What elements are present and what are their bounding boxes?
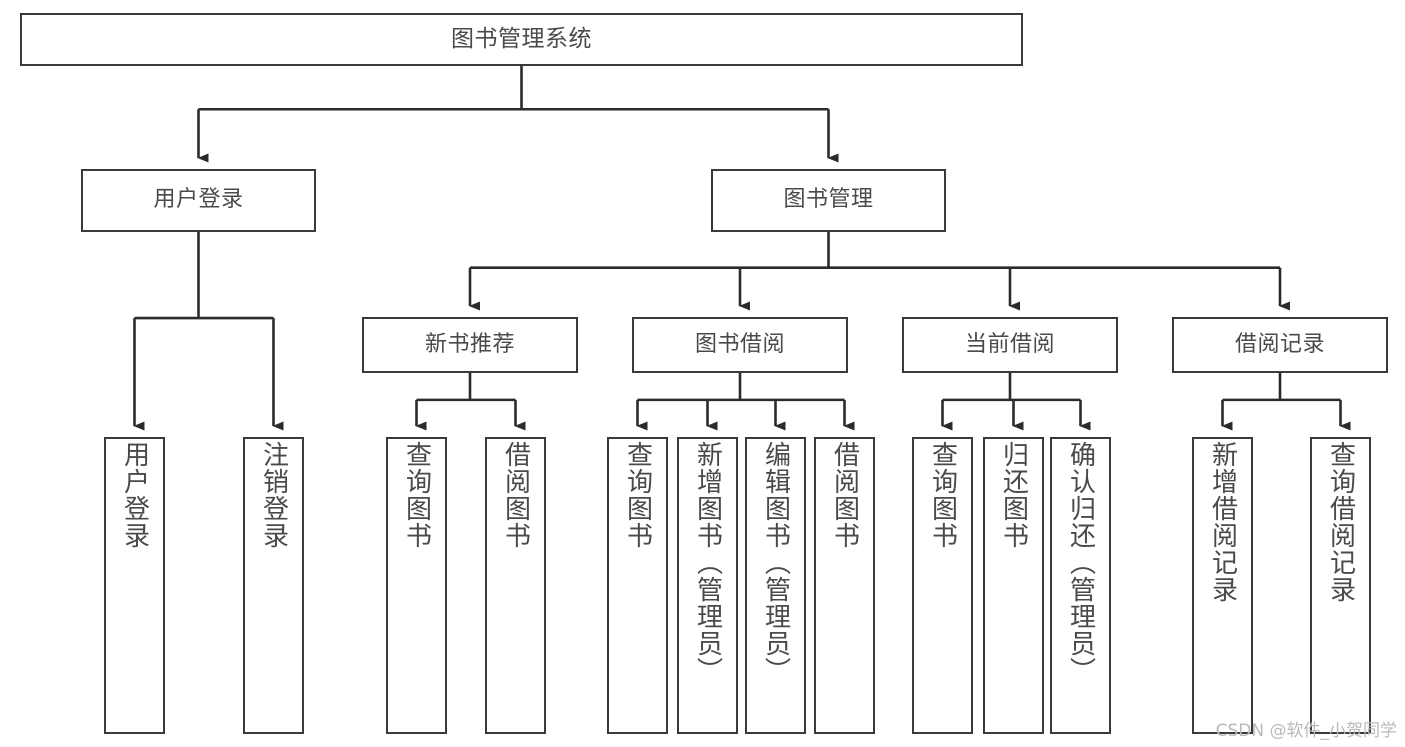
node-label-current-borrow: 当前借阅 xyxy=(964,331,1055,357)
node-label-root: 图书管理系统 xyxy=(451,25,592,52)
node-user-login[interactable]: 用户登录 xyxy=(81,169,316,232)
node-label-leaf-return-book: 归还图书 xyxy=(998,441,1029,549)
node-label-leaf-user-login: 用户登录 xyxy=(119,441,150,549)
node-leaf-add-book[interactable]: 新增图书（管理员） xyxy=(677,437,738,734)
watermark-label: CSDN @软件_小贺同学 xyxy=(1215,721,1397,741)
node-label-leaf-add-book: 新增图书（管理员） xyxy=(692,441,723,684)
node-leaf-borrow-book[interactable]: 借阅图书 xyxy=(814,437,875,734)
node-label-leaf-logout: 注销登录 xyxy=(258,441,289,549)
node-leaf-confirm-return[interactable]: 确认归还（管理员） xyxy=(1050,437,1111,734)
node-book-borrow[interactable]: 图书借阅 xyxy=(632,317,848,373)
node-label-leaf-query-book-cur: 查询图书 xyxy=(927,441,958,549)
node-root[interactable]: 图书管理系统 xyxy=(20,13,1023,66)
node-label-leaf-query-record: 查询借阅记录 xyxy=(1325,441,1356,603)
node-label-book-manage: 图书管理 xyxy=(783,187,874,213)
node-leaf-add-record[interactable]: 新增借阅记录 xyxy=(1192,437,1253,734)
node-label-borrow-record: 借阅记录 xyxy=(1234,331,1325,357)
node-leaf-logout[interactable]: 注销登录 xyxy=(243,437,304,734)
node-label-leaf-query-book-rec: 查询图书 xyxy=(401,441,432,549)
node-label-leaf-edit-book: 编辑图书（管理员） xyxy=(760,441,791,684)
node-label-book-borrow: 图书借阅 xyxy=(694,331,785,357)
node-leaf-return-book[interactable]: 归还图书 xyxy=(983,437,1044,734)
node-new-book-rec[interactable]: 新书推荐 xyxy=(362,317,578,373)
node-leaf-borrow-book-rec[interactable]: 借阅图书 xyxy=(485,437,546,734)
node-label-leaf-borrow-book: 借阅图书 xyxy=(829,441,860,549)
node-borrow-record[interactable]: 借阅记录 xyxy=(1172,317,1388,373)
node-book-manage[interactable]: 图书管理 xyxy=(711,169,946,232)
node-label-leaf-confirm-return: 确认归还（管理员） xyxy=(1065,441,1096,684)
node-label-leaf-borrow-book-rec: 借阅图书 xyxy=(500,441,531,549)
node-current-borrow[interactable]: 当前借阅 xyxy=(902,317,1118,373)
node-leaf-query-book-cur[interactable]: 查询图书 xyxy=(912,437,973,734)
node-leaf-query-record[interactable]: 查询借阅记录 xyxy=(1310,437,1371,734)
node-label-leaf-add-record: 新增借阅记录 xyxy=(1207,441,1238,603)
node-leaf-query-book-borrow[interactable]: 查询图书 xyxy=(607,437,668,734)
node-label-user-login: 用户登录 xyxy=(153,187,244,213)
node-leaf-query-book-rec[interactable]: 查询图书 xyxy=(386,437,447,734)
node-label-new-book-rec: 新书推荐 xyxy=(424,331,515,357)
node-leaf-edit-book[interactable]: 编辑图书（管理员） xyxy=(745,437,806,734)
node-leaf-user-login[interactable]: 用户登录 xyxy=(104,437,165,734)
node-label-leaf-query-book-borrow: 查询图书 xyxy=(622,441,653,549)
